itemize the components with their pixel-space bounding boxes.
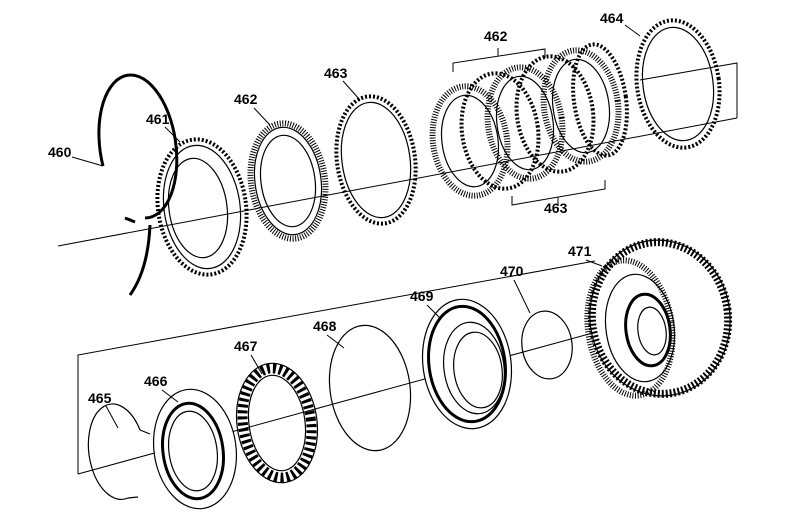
label-460: 460 [48, 144, 72, 160]
clutch-plate-fiber-462 [247, 120, 329, 242]
apply-plate-464 [634, 18, 722, 150]
label-462-set: 462 [484, 28, 508, 44]
seal-468 [328, 324, 412, 452]
lower-assembly [77, 238, 733, 510]
clutch-housing-471 [584, 238, 733, 399]
clutch-plate-steel-463 [334, 94, 418, 226]
label-467: 467 [234, 338, 258, 354]
leader-lines [71, 24, 641, 429]
spring-retainer-466 [152, 388, 238, 510]
spring-assembly-467 [235, 362, 319, 484]
label-461: 461 [146, 111, 170, 127]
backing-plate-461 [155, 137, 249, 277]
part-labels: 460 461 462 463 462 463 464 465 466 467 … [48, 10, 624, 406]
bracket-463 [511, 180, 606, 206]
label-465: 465 [88, 390, 112, 406]
label-468: 468 [313, 318, 337, 334]
upper-axis-line [57, 117, 738, 247]
upper-assembly [57, 18, 738, 296]
label-470: 470 [500, 263, 524, 279]
label-462-single: 462 [234, 91, 258, 107]
label-471: 471 [568, 243, 592, 259]
label-463-single: 463 [324, 65, 348, 81]
plate-stack [429, 42, 629, 199]
label-463-set: 463 [544, 200, 568, 216]
piston-469 [421, 298, 513, 430]
label-469: 469 [410, 288, 434, 304]
retaining-ring-465 [87, 403, 151, 501]
label-466: 466 [144, 373, 168, 389]
label-464: 464 [600, 10, 624, 26]
snap-ring-460-gap [128, 224, 152, 296]
lower-frame-line [77, 260, 596, 474]
seal-ring-470 [521, 310, 573, 380]
snap-ring-460 [97, 73, 179, 224]
upper-frame-line [639, 62, 738, 118]
bracket-462 [452, 48, 546, 72]
